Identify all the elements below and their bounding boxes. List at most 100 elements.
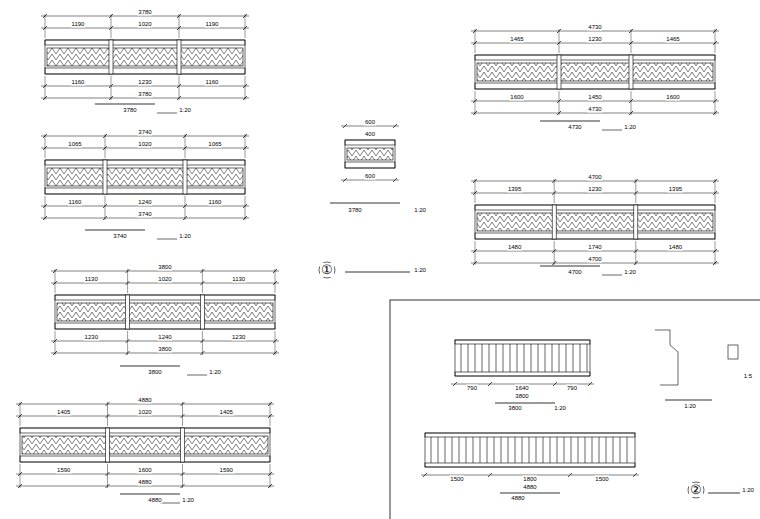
drawing-line: [606, 437, 607, 463]
drawing-line: [103, 216, 107, 220]
drawing-line: [393, 124, 397, 128]
dimension-text: 1190: [71, 21, 86, 28]
drawing-line: [275, 331, 276, 355]
dimension-text: 1:20: [208, 369, 222, 376]
hatched-panel: [477, 213, 713, 231]
detail-frame: [390, 300, 760, 519]
drawing-line: [665, 400, 712, 401]
drawing-line: [599, 437, 600, 463]
drawing-line: [243, 14, 247, 18]
top-rail: [55, 295, 275, 300]
drawing-line: [515, 437, 516, 463]
drawing-line: [501, 437, 502, 463]
dimension-text: 3800: [157, 346, 172, 353]
drawing-line: [200, 339, 204, 343]
drawing-line: [480, 437, 481, 463]
drawing-line: [111, 14, 112, 38]
dimension-text: 1230: [84, 334, 99, 341]
drawing-line: [431, 437, 432, 463]
drawing-line: [471, 263, 719, 264]
drawing-line: [157, 113, 177, 114]
dimension-text: 4730: [567, 124, 582, 131]
dimension-text: 1:20: [623, 269, 637, 276]
drawing-line: [557, 111, 561, 115]
drawing-line: [482, 344, 483, 372]
dimension-text: 1395: [668, 186, 683, 193]
drawing-line: [713, 249, 717, 253]
drawing-line: [629, 111, 633, 115]
post: [183, 160, 187, 194]
drawing-line: [111, 76, 112, 100]
drawing-line: [627, 437, 628, 463]
dimension-text: 1640: [514, 385, 529, 392]
dimension-text: 3780: [122, 107, 137, 114]
dimension-text: 1405: [56, 409, 71, 416]
drawing-line: [181, 484, 185, 488]
hatched-panel: [57, 303, 273, 321]
drawing-line: [16, 474, 274, 475]
drawing-line: [268, 414, 272, 418]
drawing-line: [177, 96, 181, 100]
drawing-line: [51, 283, 279, 284]
drawing-line: [181, 402, 185, 406]
drawing-line: [495, 403, 555, 404]
drawing-line: [160, 503, 180, 504]
drawing-line: [179, 14, 180, 38]
drawing-line: [592, 437, 593, 463]
drawing-line: [273, 269, 277, 273]
drawing-line: [473, 99, 477, 103]
drawing-line: [559, 29, 560, 53]
drawing-line: [475, 29, 476, 53]
drawing-line: [557, 29, 561, 33]
dimension-text: 4700: [587, 256, 602, 263]
dimension-text: 1230: [587, 36, 602, 43]
dimension-text: 1395: [507, 186, 522, 193]
drawing-line: [471, 101, 719, 102]
dimension-text: 1160: [71, 79, 86, 86]
dimension-text: 1065: [67, 141, 82, 148]
hatched-panel: [47, 48, 243, 66]
drawing-line: [53, 269, 57, 273]
drawing-line: [715, 91, 716, 115]
base-rail: [455, 372, 590, 376]
dimension-text: 1600: [665, 94, 680, 101]
drawing-line: [107, 402, 108, 426]
drawing-line: [45, 134, 46, 158]
railing-frame: [45, 40, 245, 74]
drawing-line: [55, 331, 56, 355]
dimension-text: 1240: [137, 199, 152, 206]
dimension-text: 1130: [231, 276, 246, 283]
section-detail: [655, 330, 678, 385]
post: [181, 428, 185, 462]
drawing-line: [243, 84, 247, 88]
dimension-text: 1600: [509, 94, 524, 101]
drawing-line: [557, 41, 561, 45]
dimension-text: 4880: [522, 484, 537, 491]
drawing-line: [245, 196, 246, 220]
dimension-text: 790: [566, 385, 578, 392]
drawing-line: [177, 14, 181, 18]
dimension-text: 790: [466, 385, 478, 392]
dimension-text: 1:5: [743, 373, 753, 380]
drawing-line: [445, 437, 446, 463]
drawing-line: [473, 29, 477, 33]
base-rail: [45, 68, 245, 74]
drawing-line: [524, 344, 525, 372]
dimension-text: 3800: [147, 369, 162, 376]
base-rail: [425, 463, 635, 467]
drawing-line: [629, 99, 633, 103]
drawing-line: [466, 437, 467, 463]
drawing-line: [552, 191, 556, 195]
drawing-line: [471, 113, 719, 114]
drawing-line: [200, 281, 204, 285]
drawing-line: [109, 26, 113, 30]
drawing-line: [245, 134, 246, 158]
dimension-text: 4730: [587, 24, 602, 31]
drawing-line: [109, 14, 113, 18]
drawing-line: [185, 134, 186, 158]
drawing-line: [713, 29, 717, 33]
drawing-line: [51, 341, 279, 342]
drawing-line: [545, 344, 546, 372]
drawing-line: [20, 464, 21, 488]
drawing-line: [573, 344, 574, 372]
